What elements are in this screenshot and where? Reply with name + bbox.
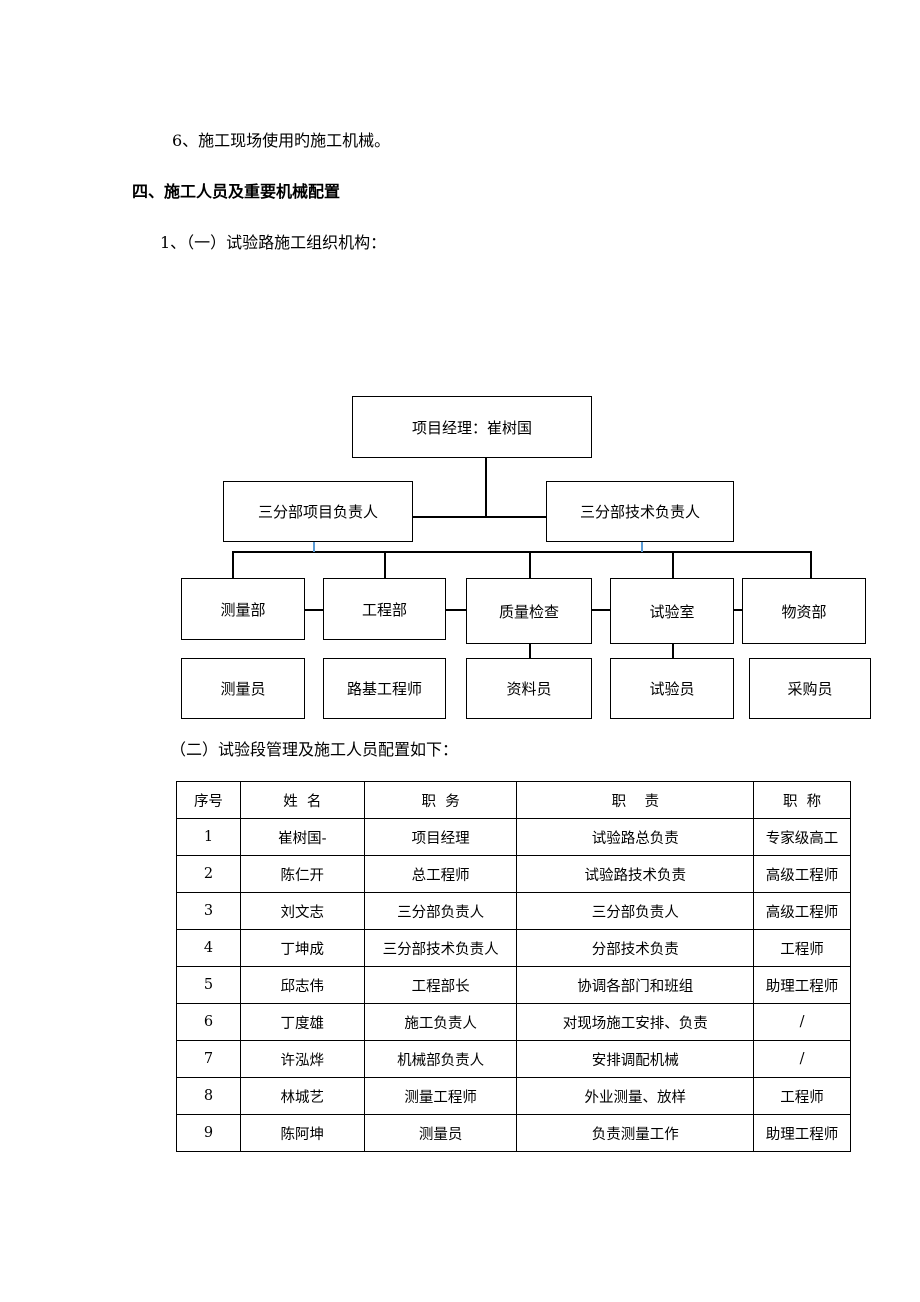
cell-title: 助理工程师 <box>753 1114 851 1152</box>
cell-index: 2 <box>176 855 241 893</box>
cell-index: 3 <box>176 892 241 930</box>
header-index: 序号 <box>176 781 241 819</box>
cell-duty: 负责测量工作 <box>516 1114 755 1152</box>
drop-line <box>529 551 531 579</box>
cell-title: 专家级高工 <box>753 818 851 856</box>
connector-mid <box>412 516 547 518</box>
section-4-heading: 四、施工人员及重要机械配置 <box>132 182 341 201</box>
cell-title: / <box>753 1003 851 1041</box>
cell-duty: 协调各部门和班组 <box>516 966 755 1004</box>
item-6-text: 6、施工现场使用旳施工机械。 <box>172 131 391 150</box>
drop-line <box>384 551 386 579</box>
connector-top <box>485 457 487 517</box>
cell-name: 陈阿坤 <box>239 1114 365 1152</box>
org-box-staff-purchaser: 采购员 <box>749 658 871 719</box>
org-box-staff-surveyor: 测量员 <box>181 658 305 719</box>
org-box-staff-roadbed-engineer: 路基工程师 <box>323 658 446 719</box>
cell-title: / <box>753 1040 851 1078</box>
cell-index: 1 <box>176 818 241 856</box>
cell-name: 刘文志 <box>239 892 365 930</box>
drop-line <box>672 551 674 579</box>
cell-duty: 安排调配机械 <box>516 1040 755 1078</box>
connector-left-tick <box>313 541 315 552</box>
cell-position: 工程部长 <box>363 966 518 1004</box>
cell-index: 8 <box>176 1077 241 1115</box>
cell-duty: 分部技术负责 <box>516 929 755 967</box>
cell-index: 4 <box>176 929 241 967</box>
link-line <box>591 609 611 611</box>
cell-position: 机械部负责人 <box>363 1040 518 1078</box>
cell-duty: 试验路总负责 <box>516 818 755 856</box>
cell-name: 丁坤成 <box>239 929 365 967</box>
link-line <box>304 609 324 611</box>
cell-position: 三分部负责人 <box>363 892 518 930</box>
link-line <box>733 609 743 611</box>
cell-title: 高级工程师 <box>753 855 851 893</box>
drop-line <box>232 551 234 579</box>
cell-position: 测量员 <box>363 1114 518 1152</box>
cell-name: 陈仁开 <box>239 855 365 893</box>
cell-position: 施工负责人 <box>363 1003 518 1041</box>
org-box-dept-quality: 质量检查 <box>466 578 592 644</box>
cell-position: 总工程师 <box>363 855 518 893</box>
header-duty: 职 责 <box>516 781 755 819</box>
cell-name: 许泓烨 <box>239 1040 365 1078</box>
org-box-dept-lab: 试验室 <box>610 578 734 644</box>
cell-position: 测量工程师 <box>363 1077 518 1115</box>
cell-name: 丁度雄 <box>239 1003 365 1041</box>
cell-index: 9 <box>176 1114 241 1152</box>
cell-name: 邱志伟 <box>239 966 365 1004</box>
subsection-2-text: （二）试验段管理及施工人员配置如下： <box>170 740 459 759</box>
cell-duty: 三分部负责人 <box>516 892 755 930</box>
cell-index: 5 <box>176 966 241 1004</box>
cell-duty: 试验路技术负责 <box>516 855 755 893</box>
cell-name: 林城艺 <box>239 1077 365 1115</box>
cell-duty: 对现场施工安排、负责 <box>516 1003 755 1041</box>
header-title: 职 称 <box>753 781 851 819</box>
cell-index: 7 <box>176 1040 241 1078</box>
table-header-row: 序号 姓 名 职 务 职 责 职 称 <box>176 781 851 819</box>
cell-title: 工程师 <box>753 929 851 967</box>
link-line <box>445 609 467 611</box>
cell-name: 崔树国- <box>239 818 365 856</box>
drop-line <box>810 551 812 579</box>
header-name: 姓 名 <box>239 781 365 819</box>
cell-position: 项目经理 <box>363 818 518 856</box>
cell-title: 助理工程师 <box>753 966 851 1004</box>
org-box-dept-engineering: 工程部 <box>323 578 446 640</box>
org-box-project-manager: 项目经理：崔树国 <box>352 396 592 458</box>
org-box-dept-materials: 物资部 <box>742 578 866 644</box>
cell-title: 工程师 <box>753 1077 851 1115</box>
cell-duty: 外业测量、放样 <box>516 1077 755 1115</box>
org-box-tech-lead: 三分部技术负责人 <box>546 481 734 542</box>
org-box-staff-tester: 试验员 <box>610 658 734 719</box>
org-box-staff-documentation: 资料员 <box>466 658 592 719</box>
header-position: 职 务 <box>363 781 518 819</box>
org-box-dept-survey: 测量部 <box>181 578 305 640</box>
subsection-1-text: 1、（一）试验路施工组织机构： <box>160 233 387 252</box>
cell-position: 三分部技术负责人 <box>363 929 518 967</box>
staff-link-line <box>672 644 674 658</box>
cell-title: 高级工程师 <box>753 892 851 930</box>
connector-right-tick <box>641 541 643 552</box>
connector-dept-bar <box>232 551 811 553</box>
org-box-project-lead: 三分部项目负责人 <box>223 481 413 542</box>
staff-link-line <box>529 644 531 658</box>
cell-index: 6 <box>176 1003 241 1041</box>
